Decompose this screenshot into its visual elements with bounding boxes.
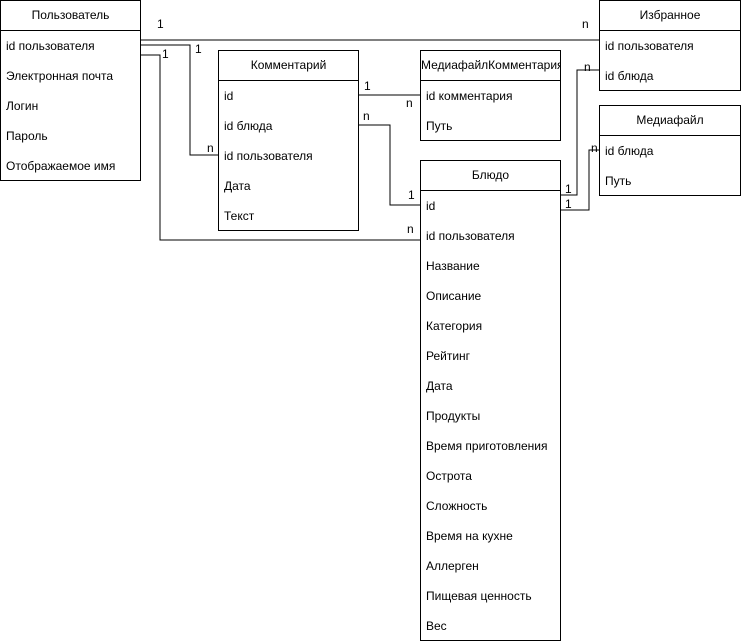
link-dish-media xyxy=(560,149,600,211)
link-user-dish xyxy=(140,54,420,241)
entity-user[interactable]: Пользователь id пользователя Электронная… xyxy=(0,0,141,181)
entity-user-field: Пароль xyxy=(6,129,48,143)
entity-media-title: Медиафайл xyxy=(600,106,740,136)
entity-comment-field: id блюда xyxy=(224,119,273,133)
cardinality-dish-favorites-from: 1 xyxy=(565,182,572,196)
entity-comment-field: Текст xyxy=(224,209,255,223)
entity-comment-field: id xyxy=(224,89,234,103)
cardinality-dish-favorites-to: n xyxy=(584,60,591,74)
link-dish-favorites xyxy=(560,69,600,196)
entity-dish-field: id xyxy=(426,199,436,213)
cardinality-comment-media-from: 1 xyxy=(364,79,371,93)
entity-favorites-title: Избранное xyxy=(600,1,740,31)
cardinality-user-dish-to: n xyxy=(407,222,414,236)
entity-dish-field: Пищевая ценность xyxy=(426,589,532,603)
entity-dish-field: Сложность xyxy=(426,499,488,513)
link-comment-dish xyxy=(358,124,420,206)
entity-user-field: id пользователя xyxy=(6,39,95,53)
entity-dish-field: id пользователя xyxy=(426,229,515,243)
cardinality-user-favorites-from: 1 xyxy=(157,17,164,31)
cardinality-user-favorites-to: n xyxy=(582,17,589,31)
entity-user-title: Пользователь xyxy=(1,1,140,31)
entity-user-field: Отображаемое имя xyxy=(6,159,116,173)
entity-dish-field: Описание xyxy=(426,289,482,303)
entity-favorites-field: id блюда xyxy=(605,69,654,83)
entity-user-field: Электронная почта xyxy=(6,69,114,83)
entity-comment-title: Комментарий xyxy=(219,51,358,81)
entity-comment-media[interactable]: МедиафайлКомментария id комментария Путь xyxy=(420,50,561,141)
entity-dish-field: Время приготовления xyxy=(426,439,548,453)
entity-media-field: Путь xyxy=(605,174,632,188)
cardinality-comment-media-to: n xyxy=(406,96,413,110)
entity-comment-field: Дата xyxy=(224,179,251,193)
cardinality-user-comment-from: 1 xyxy=(195,42,202,56)
entity-comment-media-field: Путь xyxy=(426,119,453,133)
entity-media[interactable]: Медиафайл id блюда Путь xyxy=(599,105,741,196)
entity-comment-field: id пользователя xyxy=(224,149,313,163)
entity-media-field: id блюда xyxy=(605,144,654,158)
entity-favorites[interactable]: Избранное id пользователя id блюда xyxy=(599,0,741,91)
cardinality-dish-media-to: n xyxy=(591,141,598,155)
entity-dish-field: Название xyxy=(426,259,480,273)
entity-comment-media-field: id комментария xyxy=(426,89,513,103)
cardinality-comment-dish-from: n xyxy=(363,109,370,123)
entity-user-field: Логин xyxy=(6,99,39,113)
entity-dish[interactable]: Блюдо id id пользователя Название Описан… xyxy=(420,160,561,641)
entity-comment[interactable]: Комментарий id id блюда id пользователя … xyxy=(218,50,359,231)
entity-dish-field: Время на кухне xyxy=(426,529,513,543)
cardinality-dish-media-from: 1 xyxy=(565,197,572,211)
entity-dish-field: Вес xyxy=(426,619,447,633)
entity-dish-field: Дата xyxy=(426,379,453,393)
entity-dish-field: Продукты xyxy=(426,409,481,423)
entity-comment-media-title: МедиафайлКомментария xyxy=(421,51,560,81)
entity-dish-field: Аллерген xyxy=(426,559,479,573)
cardinality-comment-dish-to: 1 xyxy=(408,188,415,202)
entity-dish-title: Блюдо xyxy=(421,161,560,191)
entity-favorites-field: id пользователя xyxy=(605,39,694,53)
entity-dish-field: Категория xyxy=(426,319,483,333)
link-user-comment xyxy=(140,44,220,156)
entity-dish-field: Рейтинг xyxy=(426,349,471,363)
cardinality-user-comment-to: n xyxy=(207,141,214,155)
cardinality-user-dish-from: 1 xyxy=(162,47,169,61)
entity-dish-field: Острота xyxy=(426,469,472,483)
